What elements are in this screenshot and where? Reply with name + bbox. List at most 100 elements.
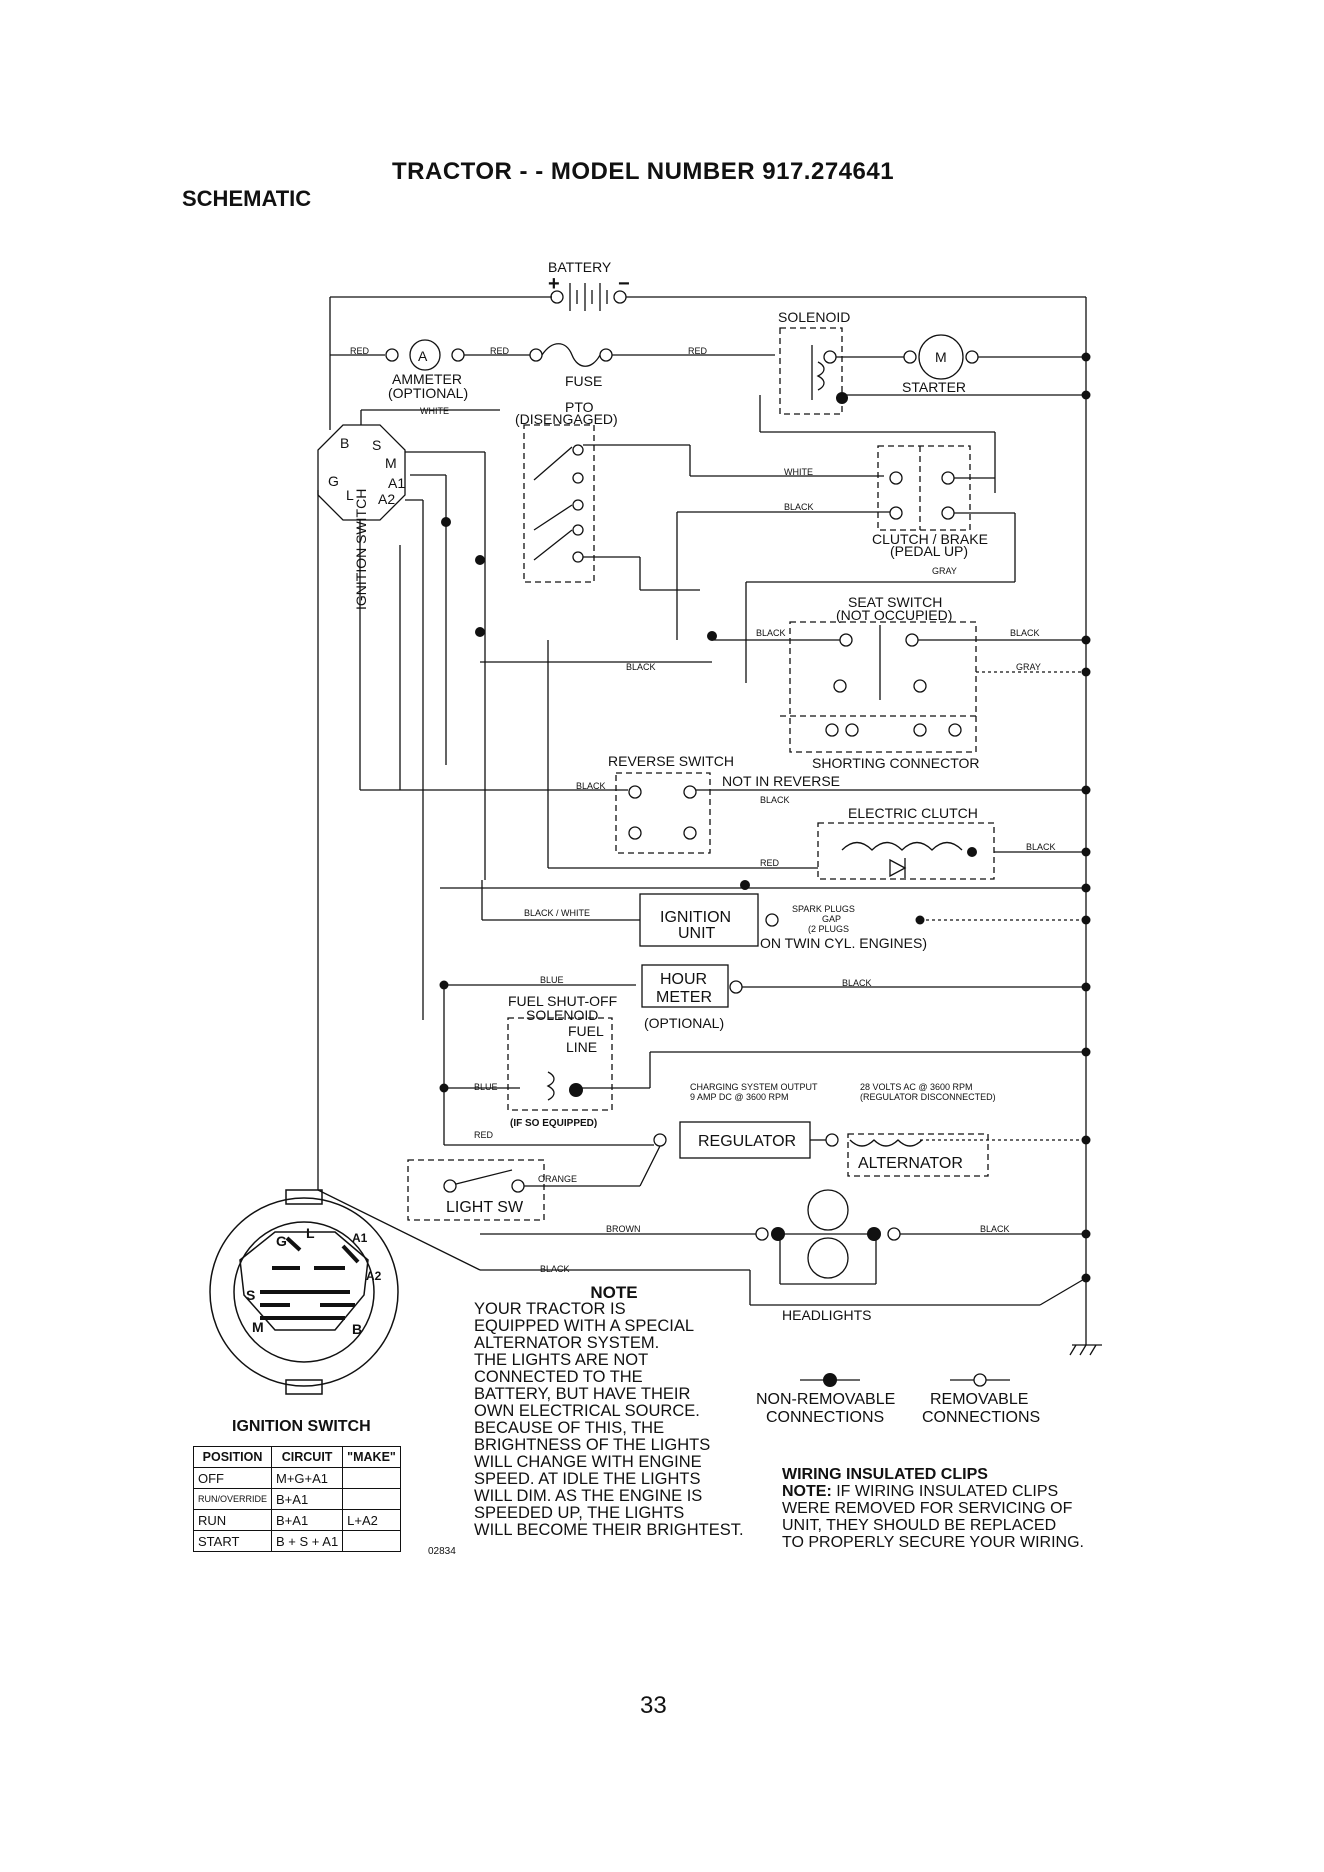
table-cell: RUN: [192, 1509, 273, 1531]
wire-white-2: WHITE: [784, 467, 813, 477]
spark-label-1: SPARK PLUGS: [792, 904, 855, 914]
table-cell: M+G+A1: [271, 1467, 344, 1489]
table-cell: L+A2: [342, 1509, 401, 1531]
wire-white-1: WHITE: [420, 406, 449, 416]
term-l: L: [346, 487, 354, 503]
spark-label-4: ON TWIN CYL. ENGINES): [760, 935, 927, 951]
non-removable-label-1: NON-REMOVABLE: [756, 1391, 895, 1408]
removable-label-1: REMOVABLE: [930, 1391, 1028, 1408]
hour-meter-label-1: HOUR: [660, 971, 707, 988]
non-removable-label-2: CONNECTIONS: [766, 1409, 884, 1426]
battery-label: BATTERY: [548, 259, 612, 275]
ammeter-optional: (OPTIONAL): [388, 385, 468, 401]
pto-state: (DISENGAGED): [515, 411, 618, 427]
solenoid-label: SOLENOID: [778, 309, 850, 325]
table-cell: [342, 1488, 401, 1510]
page-title: TRACTOR - - MODEL NUMBER 917.274641: [392, 158, 895, 185]
wire-blue-2: BLUE: [474, 1082, 498, 1092]
table-row: START B + S + A1: [192, 1530, 401, 1552]
ignition-switch-title: IGNITION SWITCH: [232, 1418, 371, 1435]
note-line: WILL DIM. AS THE ENGINE IS: [474, 1487, 703, 1505]
dial-l: L: [306, 1225, 315, 1241]
table-cell: B + S + A1: [271, 1530, 344, 1552]
dial-m: M: [252, 1319, 264, 1335]
volts-label-1: 28 VOLTS AC @ 3600 RPM: [860, 1082, 973, 1092]
wire-gray-2: GRAY: [1016, 662, 1041, 672]
ammeter-label: AMMETER: [392, 371, 462, 387]
fuel-line-label: LINE: [566, 1039, 597, 1055]
clips-line: IF WIRING INSULATED CLIPS: [831, 1483, 1059, 1500]
clips-heading: WIRING INSULATED CLIPS: [782, 1466, 988, 1483]
seat-switch-state: (NOT OCCUPIED): [836, 607, 952, 623]
note-line: EQUIPPED WITH A SPECIAL: [474, 1317, 695, 1335]
ignition-unit-label-1: IGNITION: [660, 909, 731, 926]
regulator-label: REGULATOR: [698, 1133, 796, 1150]
alternator-label: ALTERNATOR: [858, 1155, 963, 1172]
term-s: S: [372, 437, 381, 453]
note-line: CONNECTED TO THE: [474, 1368, 643, 1386]
spark-label-3: (2 PLUGS: [808, 924, 849, 934]
seat-switch-label: SEAT SWITCH: [848, 594, 942, 610]
wire-black-4: BLACK: [626, 662, 656, 672]
if-equipped-label: (IF SO EQUIPPED): [510, 1118, 597, 1129]
starter-symbol: M: [935, 349, 947, 365]
wire-orange: ORANGE: [538, 1174, 577, 1184]
term-b: B: [340, 435, 349, 451]
wire-brown: BROWN: [606, 1224, 641, 1234]
table-cell: OFF: [192, 1467, 273, 1489]
table-cell: B+A1: [271, 1509, 344, 1531]
note-heading: NOTE: [590, 1283, 638, 1302]
table-row: RUN B+A1 L+A2: [192, 1509, 401, 1531]
fuse-label: FUSE: [565, 373, 602, 389]
note-line: SPEED. AT IDLE THE LIGHTS: [474, 1470, 701, 1488]
wire-red-2: RED: [490, 346, 510, 356]
note-line: BECAUSE OF THIS, THE: [474, 1419, 665, 1437]
fuel-solenoid-label-2: SOLENOID: [526, 1007, 598, 1023]
reverse-switch-label: REVERSE SWITCH: [608, 753, 734, 769]
headlights-label: HEADLIGHTS: [782, 1307, 871, 1323]
starter-label: STARTER: [902, 379, 966, 395]
volts-label-2: (REGULATOR DISCONNECTED): [860, 1092, 996, 1102]
clutch-brake-state: (PEDAL UP): [890, 543, 968, 559]
light-switch-label: LIGHT SW: [446, 1199, 524, 1216]
note-line: WILL CHANGE WITH ENGINE: [474, 1453, 702, 1471]
wire-black-2: BLACK: [756, 628, 786, 638]
wire-blue-1: BLUE: [540, 975, 564, 985]
ignition-unit-label-2: UNIT: [678, 925, 716, 942]
reverse-state: NOT IN REVERSE: [722, 773, 840, 789]
note-line: WILL BECOME THEIR BRIGHTEST.: [474, 1521, 744, 1539]
note-line: SPEEDED UP, THE LIGHTS: [474, 1504, 685, 1522]
battery-minus: −: [618, 273, 630, 295]
wire-black-white: BLACK / WHITE: [524, 908, 590, 918]
wire-black-6: BLACK: [760, 795, 790, 805]
table-header: POSITION: [192, 1446, 273, 1468]
fuel-label: FUEL: [568, 1023, 604, 1039]
dial-a1: A1: [352, 1231, 368, 1245]
note-line: BRIGHTNESS OF THE LIGHTS: [474, 1436, 711, 1454]
wire-black-9: BLACK: [980, 1224, 1010, 1234]
term-a1: A1: [388, 475, 405, 491]
note-block: NOTE YOUR TRACTOR IS EQUIPPED WITH A SPE…: [474, 1284, 774, 1539]
table-header-row: POSITION CIRCUIT "MAKE": [192, 1446, 401, 1468]
removable-label-2: CONNECTIONS: [922, 1409, 1040, 1426]
table-cell: B+A1: [271, 1488, 344, 1510]
table-row: RUN/OVERRIDE B+A1: [192, 1488, 401, 1510]
term-g: G: [328, 473, 339, 489]
dial-b: B: [352, 1321, 362, 1337]
dial-a2: A2: [366, 1269, 382, 1283]
wire-black-10: BLACK: [540, 1264, 570, 1274]
table-header: "MAKE": [342, 1446, 401, 1468]
note-line: YOUR TRACTOR IS: [474, 1300, 626, 1318]
clips-line: WERE REMOVED FOR SERVICING OF: [782, 1500, 1073, 1517]
note-line: OWN ELECTRICAL SOURCE.: [474, 1402, 700, 1420]
wire-red-1: RED: [350, 346, 370, 356]
spark-label-2: GAP: [822, 914, 841, 924]
fuel-solenoid-label-1: FUEL SHUT-OFF: [508, 993, 617, 1009]
ammeter-symbol: A: [418, 348, 428, 364]
clutch-brake-label: CLUTCH / BRAKE: [872, 531, 988, 547]
wire-black-8: BLACK: [842, 978, 872, 988]
wire-black-1: BLACK: [784, 502, 814, 512]
term-a2: A2: [378, 491, 395, 507]
clips-line: TO PROPERLY SECURE YOUR WIRING.: [782, 1534, 1084, 1551]
